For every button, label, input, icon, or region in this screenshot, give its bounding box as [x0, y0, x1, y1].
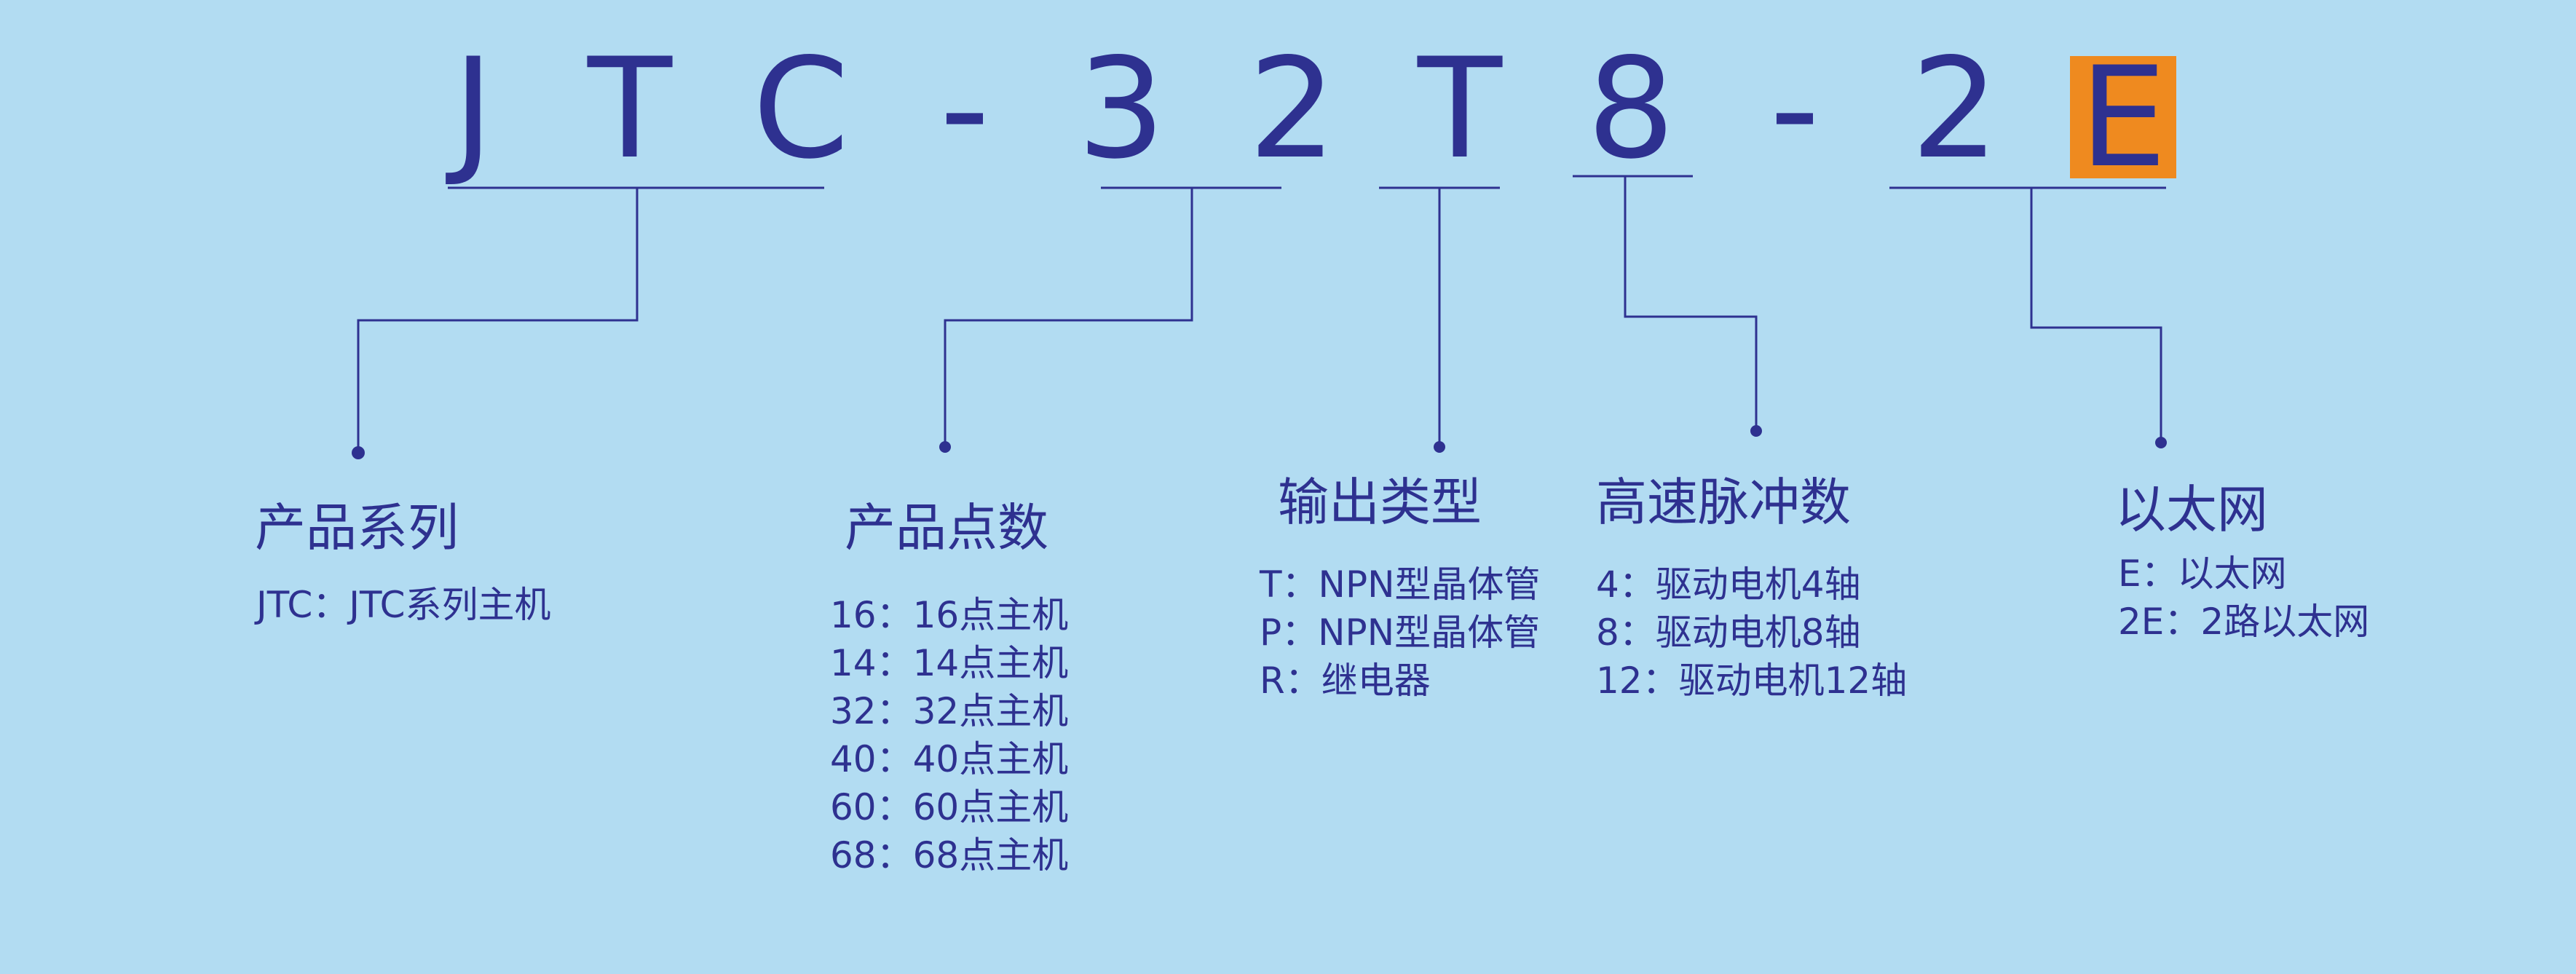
field-output-line: T：NPN型晶体管 [1260, 563, 1541, 606]
field-output-line: R：继电器 [1260, 660, 1431, 702]
field-output-lines: T：NPN型晶体管 P：NPN型晶体管 R：继电器 [1260, 561, 1541, 705]
field-pulse: 高速脉冲数 4：驱动电机4轴 8：驱动电机8轴 12：驱动电机12轴 [1596, 470, 1907, 702]
dot-points [939, 441, 951, 453]
field-series-lines: JTC：JTC系列主机 [256, 581, 551, 629]
field-points-line: 60：60点主机 [830, 786, 1069, 828]
field-points-line: 14：14点主机 [830, 642, 1069, 684]
field-points-line: 68：68点主机 [830, 834, 1069, 876]
field-ethernet-lines: E：以太网 2E：2路以太网 [2118, 550, 2369, 646]
field-pulse-title: 高速脉冲数 [1596, 472, 1851, 532]
field-points-line: 16：16点主机 [830, 594, 1069, 636]
connector-ethernet [2030, 188, 2162, 441]
code-char-8: 8 [1587, 28, 1675, 189]
code-char-3: 3 [1077, 28, 1166, 189]
code-char-2: 2 [1248, 28, 1337, 189]
code-char-output: T [1417, 28, 1503, 189]
field-ethernet-title: 以太网 [2115, 480, 2268, 539]
dot-series [352, 446, 365, 459]
code-char-2b: 2 [1911, 28, 1999, 189]
field-pulse-lines: 4：驱动电机4轴 8：驱动电机8轴 12：驱动电机12轴 [1596, 561, 1907, 705]
field-output-title: 输出类型 [1278, 472, 1482, 532]
field-ethernet-line: E：以太网 [2118, 553, 2287, 595]
field-series-line: JTC：JTC系列主机 [256, 584, 551, 626]
connector-points [944, 188, 1193, 446]
field-pulse-line: 4：驱动电机4轴 [1596, 563, 1861, 606]
code-char-c: C [752, 28, 850, 189]
field-pulse-line: 12：驱动电机12轴 [1596, 660, 1908, 702]
connector-series [357, 188, 639, 451]
field-points-line: 40：40点主机 [830, 738, 1069, 780]
field-series-title: 产品系列 [255, 498, 459, 558]
code-char-t: T [587, 28, 673, 189]
connector-pulse [1624, 176, 1758, 429]
field-points-line: 32：32点主机 [830, 690, 1069, 732]
code-char-e-highlight: E [2070, 49, 2176, 187]
field-points-title: 产品点数 [845, 498, 1048, 558]
dot-output [1434, 441, 1445, 453]
field-pulse-line: 8：驱动电机8轴 [1596, 611, 1861, 654]
code-char-dash-2: - [1769, 28, 1820, 189]
field-series: 产品系列 JTC：JTC系列主机 [255, 495, 551, 626]
field-ethernet: 以太网 E：以太网 2E：2路以太网 [2115, 477, 2369, 643]
dot-pulse [1750, 425, 1762, 437]
field-points-lines: 16：16点主机 14：14点主机 32：32点主机 40：40点主机 60：6… [830, 591, 1068, 879]
field-output-line: P：NPN型晶体管 [1260, 611, 1541, 654]
field-ethernet-line: 2E：2路以太网 [2118, 601, 2370, 643]
dot-ethernet [2155, 437, 2167, 448]
code-char-j: J [452, 28, 494, 189]
code-char-dash-1: - [939, 28, 990, 189]
field-points: 产品点数 16：16点主机 14：14点主机 32：32点主机 40：40点主机… [830, 495, 1068, 876]
field-output: 输出类型 T：NPN型晶体管 P：NPN型晶体管 R：继电器 [1260, 470, 1541, 702]
